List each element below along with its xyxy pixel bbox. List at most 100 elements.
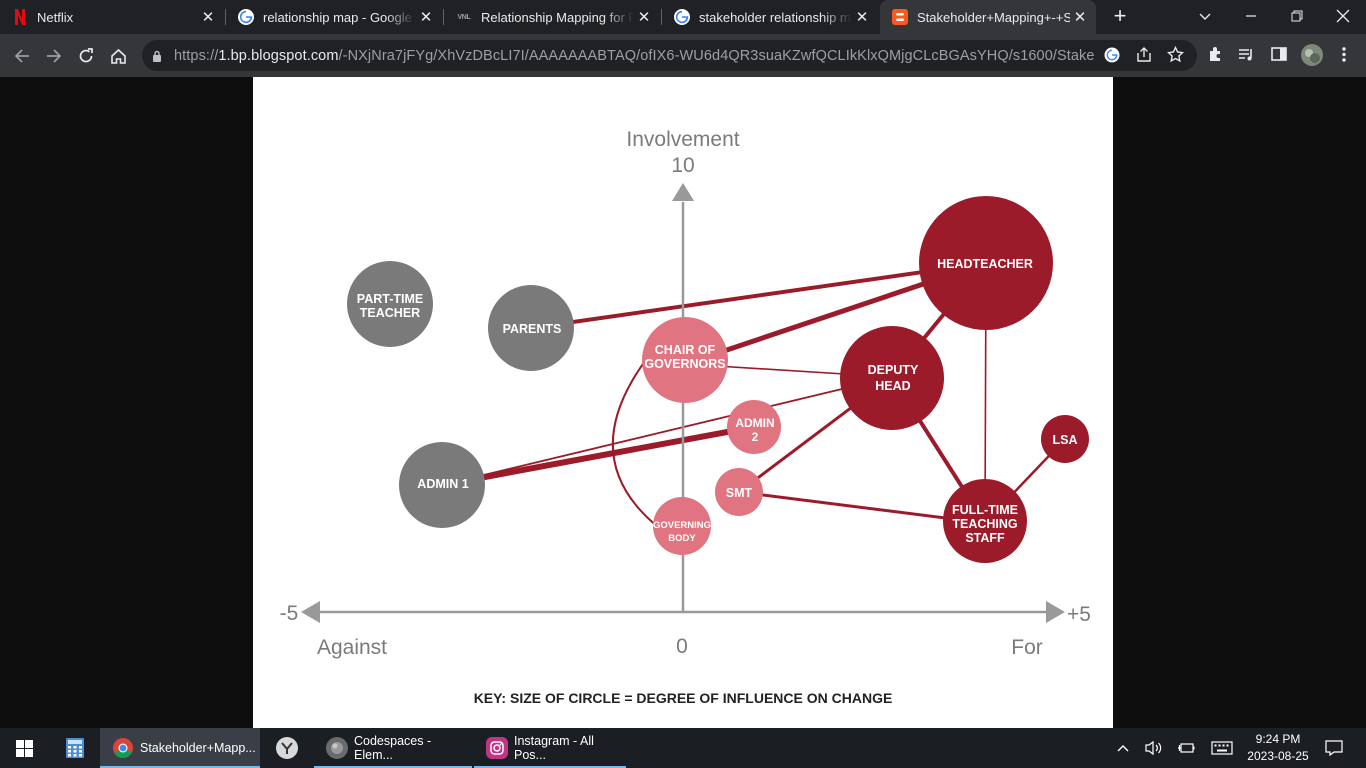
tab-netflix[interactable]: Netflix ✕	[0, 0, 224, 34]
stakeholder-admin-1: ADMIN 1	[399, 442, 485, 528]
close-tab-icon[interactable]: ✕	[201, 9, 215, 26]
notification-icon	[1325, 740, 1343, 756]
lock-icon[interactable]	[152, 49, 162, 67]
clock-time: 9:24 PM	[1255, 732, 1301, 746]
x-axis-max-label: +5	[1067, 603, 1091, 626]
google-lens-icon[interactable]	[1104, 47, 1120, 68]
x-axis-left-arrowhead	[301, 601, 320, 623]
node-circle	[347, 261, 433, 347]
side-panel-icon[interactable]	[1271, 46, 1287, 67]
battery-button[interactable]	[1174, 728, 1198, 768]
volume-button[interactable]	[1142, 728, 1166, 768]
new-tab-button[interactable]: +	[1113, 3, 1127, 28]
chrome-profile-icon	[326, 737, 348, 759]
stakeholder-governing-body: GOVERNING BODY	[653, 497, 711, 555]
node-circle	[1041, 415, 1089, 463]
reload-icon	[79, 48, 93, 63]
taskbar-item-uptime[interactable]	[262, 728, 312, 768]
node-label: PARENTS	[503, 322, 562, 336]
tab-title: Stakeholder+Mapping+-+St	[917, 9, 1070, 25]
home-button[interactable]	[104, 42, 132, 70]
tab-google-relationship-map[interactable]: relationship map - Google Search ✕	[226, 0, 442, 34]
tab-separator	[225, 9, 226, 25]
system-clock[interactable]: 9:24 PM 2023-08-25	[1240, 731, 1316, 765]
notifications-button[interactable]	[1318, 728, 1350, 768]
node-label: ADMIN	[735, 416, 774, 430]
tab-title: Relationship Mapping for Public	[481, 9, 634, 25]
share-icon[interactable]	[1136, 47, 1152, 68]
clock-date: 2023-08-25	[1247, 749, 1309, 763]
profile-avatar-icon[interactable]	[1301, 44, 1323, 71]
node-label: PART-TIME	[357, 292, 423, 306]
tab-search-button[interactable]	[1182, 0, 1228, 34]
node-label: DEPUTY	[868, 363, 919, 377]
node-circle	[642, 317, 728, 403]
x-axis-zero-label: 0	[676, 635, 688, 658]
start-button[interactable]	[0, 728, 48, 768]
y-axis-max-label: 10	[671, 154, 694, 177]
back-button[interactable]	[8, 42, 36, 70]
node-circle	[727, 400, 781, 454]
close-window-button[interactable]	[1320, 0, 1366, 34]
stakeholder-headteacher: HEADTEACHER	[919, 196, 1053, 330]
taskbar-item-chrome-stakeholder[interactable]: Stakeholder+Mapp...	[100, 728, 260, 768]
x-axis-against-label: Against	[317, 636, 387, 659]
close-tab-icon[interactable]: ✕	[637, 9, 651, 26]
tab-stakeholder-mapping[interactable]: Stakeholder+Mapping+-+St ✕	[880, 0, 1096, 34]
calculator-icon	[66, 738, 84, 758]
link-parents-headteacher	[530, 261, 987, 330]
stakeholder-parents: PARENTS	[488, 285, 574, 371]
taskbar-item-instagram[interactable]: Instagram - All Pos...	[474, 728, 626, 768]
calculator-app[interactable]	[52, 728, 98, 768]
show-hidden-icons-button[interactable]	[1112, 728, 1134, 768]
instagram-icon	[486, 737, 508, 759]
touch-keyboard-button[interactable]	[1208, 728, 1236, 768]
node-circle	[399, 442, 485, 528]
tab-relationship-mapping[interactable]: VNL Relationship Mapping for Public ✕	[444, 0, 660, 34]
extensions-icon[interactable]	[1207, 46, 1224, 68]
arrow-left-icon	[14, 49, 29, 63]
node-label: HEADTEACHER	[937, 257, 1033, 271]
taskbar-item-codespaces[interactable]: Codespaces - Elem...	[314, 728, 472, 768]
media-controls-icon[interactable]	[1238, 46, 1255, 68]
close-tab-icon[interactable]: ✕	[419, 9, 433, 26]
speaker-icon	[1145, 740, 1162, 756]
menu-kebab-icon[interactable]	[1338, 46, 1350, 68]
stakeholder-full-time-teaching-staff: FULL-TIME TEACHING STAFF	[943, 479, 1027, 563]
reload-button[interactable]	[72, 42, 100, 70]
keyboard-icon	[1211, 741, 1233, 755]
node-label: 2	[752, 430, 759, 444]
node-circle	[919, 196, 1053, 330]
close-tab-icon[interactable]: ✕	[855, 9, 869, 26]
node-circle	[943, 479, 1027, 563]
diagram-key: KEY: SIZE OF CIRCLE = DEGREE OF INFLUENC…	[474, 690, 893, 706]
node-label: LSA	[1053, 433, 1078, 447]
close-tab-icon[interactable]: ✕	[1073, 9, 1087, 26]
node-circle	[653, 497, 711, 555]
node-circle	[715, 468, 763, 516]
restore-button[interactable]	[1274, 0, 1320, 34]
minimize-button[interactable]	[1228, 0, 1274, 34]
tab-title: Netflix	[37, 9, 74, 25]
taskbar-item-label: Instagram - All Pos...	[514, 734, 594, 762]
node-label: FULL-TIME	[952, 503, 1018, 517]
url-text[interactable]: https://1.bp.blogspot.com/-NXjNra7jFYg/X…	[174, 48, 1094, 64]
google-icon	[238, 9, 254, 25]
chrome-icon	[112, 737, 134, 759]
netflix-icon	[12, 9, 28, 25]
node-circle	[840, 326, 944, 430]
tab-strip: Netflix ✕ relationship map - Google Sear…	[0, 0, 1366, 34]
node-label: HEAD	[875, 379, 910, 393]
bookmark-star-icon[interactable]	[1166, 45, 1185, 68]
stakeholder-admin-2: ADMIN 2	[727, 400, 781, 454]
forward-button[interactable]	[40, 42, 68, 70]
link-admin1-admin2	[441, 424, 755, 488]
node-label: SMT	[726, 486, 753, 500]
stakeholder-map-diagram: Involvement 10 -5 +5 0 Against For KEY: …	[280, 128, 1091, 706]
tab-separator	[661, 9, 662, 25]
address-bar[interactable]	[142, 40, 1197, 71]
node-label: TEACHER	[360, 306, 420, 320]
node-label: CHAIR OF	[655, 343, 716, 357]
node-label: BODY	[668, 533, 696, 544]
tab-stakeholder-relationship-map[interactable]: stakeholder relationship map ✕	[662, 0, 878, 34]
